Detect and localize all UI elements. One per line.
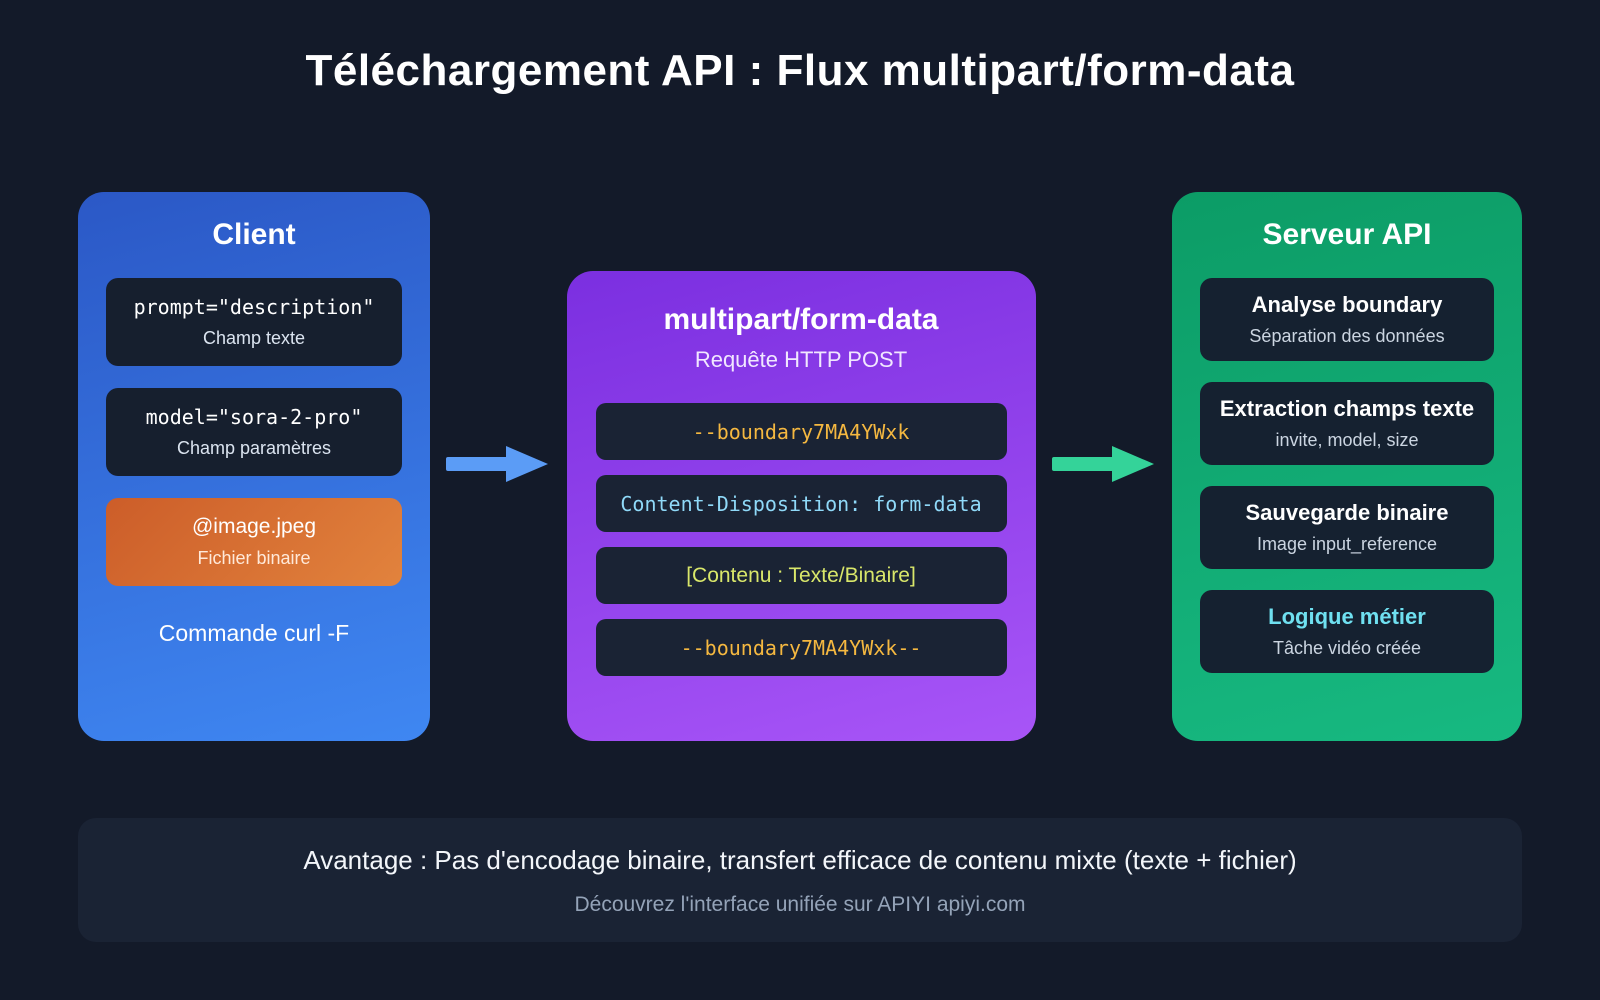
- server-step-extraction: Extraction champs texte invite, model, s…: [1200, 382, 1494, 465]
- server-card: Serveur API Analyse boundary Séparation …: [1172, 192, 1522, 741]
- file-label: Fichier binaire: [197, 548, 311, 568]
- boundary-close-row: --boundary7MA4YWxk--: [595, 619, 1007, 676]
- content-disposition-row: Content-Disposition: form-data: [595, 475, 1007, 532]
- arrow-multipart-to-server: [1051, 442, 1156, 486]
- page-title: Téléchargement API : Flux multipart/form…: [305, 46, 1295, 95]
- server-step-sauvegarde: Sauvegarde binaire Image input_reference: [1200, 486, 1494, 569]
- multipart-card: multipart/form-data Requête HTTP POST --…: [566, 271, 1036, 741]
- client-command-label: Commande curl -F: [158, 620, 350, 646]
- step-subtitle: Image input_reference: [1256, 534, 1438, 554]
- server-step-logique: Logique métier Tâche vidéo créée: [1200, 590, 1494, 673]
- multipart-card-title: multipart/form-data: [663, 303, 939, 336]
- step-title: Logique métier: [1268, 604, 1426, 629]
- server-step-analyse: Analyse boundary Séparation des données: [1200, 278, 1494, 361]
- footer-note: Avantage : Pas d'encodage binaire, trans…: [78, 818, 1522, 942]
- content-body-row: [Contenu : Texte/Binaire]: [595, 547, 1007, 604]
- arrow-client-to-multipart: [446, 442, 550, 486]
- step-subtitle: invite, model, size: [1275, 430, 1419, 450]
- client-card-title: Client: [212, 218, 296, 251]
- step-title: Sauvegarde binaire: [1245, 500, 1449, 525]
- client-card: Client prompt="description" Champ texte …: [78, 192, 430, 741]
- advantage-text: Avantage : Pas d'encodage binaire, trans…: [303, 845, 1297, 875]
- step-subtitle: Séparation des données: [1249, 326, 1445, 346]
- client-model-field: model="sora-2-pro" Champ paramètres: [106, 388, 402, 476]
- step-title: Extraction champs texte: [1219, 396, 1475, 421]
- multipart-card-subtitle: Requête HTTP POST: [694, 347, 908, 372]
- model-code: model="sora-2-pro": [145, 405, 363, 429]
- arrow-right-icon: [446, 446, 549, 482]
- model-label: Champ paramètres: [176, 438, 332, 458]
- client-prompt-field: prompt="description" Champ texte: [106, 278, 402, 366]
- file-code: @image.jpeg: [191, 515, 317, 538]
- flow-diagram: Client prompt="description" Champ texte …: [78, 192, 1522, 741]
- step-title: Analyse boundary: [1251, 292, 1443, 317]
- arrow-right-icon: [1051, 446, 1154, 482]
- server-card-title: Serveur API: [1262, 218, 1432, 251]
- client-file-field: @image.jpeg Fichier binaire: [106, 498, 402, 586]
- prompt-label: Champ texte: [202, 328, 306, 348]
- step-subtitle: Tâche vidéo créée: [1272, 638, 1422, 658]
- promo-text: Découvrez l'interface unifiée sur APIYI …: [574, 893, 1026, 916]
- prompt-code: prompt="description": [133, 295, 375, 319]
- boundary-open-row: --boundary7MA4YWxk: [595, 403, 1007, 460]
